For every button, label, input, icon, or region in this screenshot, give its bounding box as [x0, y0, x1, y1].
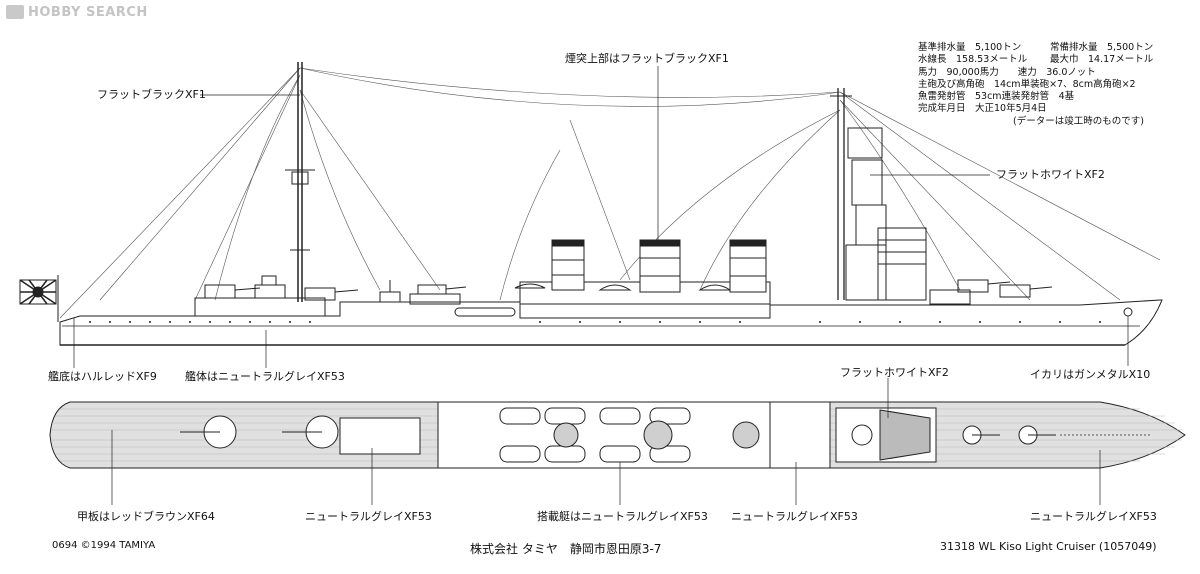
label-hull-color: 艦体はニュートラルグレイXF53 [185, 370, 345, 383]
hull-outline [59, 299, 1163, 346]
boats [499, 407, 691, 463]
spec-cell: 完成年月日 大正10年5月4日 [918, 103, 1047, 115]
label-boats: 搭載艇はニュートラルグレイXF53 [537, 510, 708, 523]
label-gray-left: ニュートラルグレイXF53 [305, 510, 432, 523]
label-bridge-color: フラットホワイトXF2 [996, 168, 1105, 181]
logo-icon [6, 5, 24, 19]
plan-view [49, 401, 1186, 469]
portholes [89, 321, 1101, 323]
label-anchor: イカリはガンメタルX10 [1030, 368, 1151, 381]
spec-cell: 主砲及び高角砲 14cm単装砲×7、8cm高角砲×2 [918, 78, 1136, 90]
aft-superstructure [194, 275, 401, 317]
spec-cell: 馬力 90,000馬力 速力 36.0ノット [918, 66, 1096, 78]
foremast-bridge [830, 88, 1053, 305]
spec-row: 主砲及び高角砲 14cm単装砲×7、8cm高角砲×2 [918, 79, 1144, 91]
spec-row: 馬力 90,000馬力 速力 36.0ノット [918, 67, 1144, 79]
footer-product: 31318 WL Kiso Light Cruiser (1057049) [940, 540, 1157, 553]
footer-copyright: 0694 ©1994 TAMIYA [52, 540, 156, 551]
funnels [551, 239, 767, 293]
spec-row: 水線長 158.53メートル 最大巾 14.17メートル [918, 54, 1153, 66]
spec-cell: 基準排水量 5,100トン [918, 42, 1022, 53]
label-gray-mid: ニュートラルグレイXF53 [731, 510, 858, 523]
spec-cell: 水線長 158.53メートル [918, 54, 1028, 66]
spec-table: 基準排水量 5,100トン 常備排水量 5,500トン 水線長 158.53メート… [918, 42, 1153, 128]
label-deck: 甲板はレッドブラウンXF64 [77, 510, 215, 523]
spec-row: 魚雷発射管 53cm連装発射管 4基 [918, 91, 1144, 103]
spec-cell: 最大巾 14.17メートル [1050, 54, 1154, 66]
label-gray-right: ニュートラルグレイXF53 [1030, 510, 1157, 523]
turrets [180, 415, 1056, 449]
footer-company: 株式会社 タミヤ 静岡市恩田原3-7 [470, 542, 662, 556]
spec-row: 基準排水量 5,100トン 常備排水量 5,500トン [918, 42, 1153, 54]
watermark-logo: HOBBY SEARCH [6, 4, 148, 20]
spec-row: 完成年月日 大正10年5月4日 [918, 103, 1144, 115]
label-plan-white: フラットホワイトXF2 [840, 366, 949, 379]
funnel-tops [553, 420, 760, 450]
logo-text: HOBBY SEARCH [28, 4, 148, 20]
side-profile [19, 62, 1163, 346]
ensign-flag [19, 275, 59, 322]
spec-cell: 魚雷発射管 53cm連装発射管 4基 [918, 91, 1075, 103]
label-mast-color: フラットブラックXF1 [97, 88, 206, 101]
label-hull-bottom: 艦底はハルレッドXF9 [48, 370, 157, 383]
spec-row: (データーは竣工時のものです) [918, 116, 1144, 128]
spec-cell: 常備排水量 5,500トン [1050, 42, 1154, 53]
label-funnel-top: 煙突上部はフラットブラックXF1 [565, 52, 729, 65]
spec-cell: (データーは竣工時のものです) [918, 115, 1144, 127]
leader-lines [73, 66, 1129, 505]
aft-mast [285, 62, 315, 302]
